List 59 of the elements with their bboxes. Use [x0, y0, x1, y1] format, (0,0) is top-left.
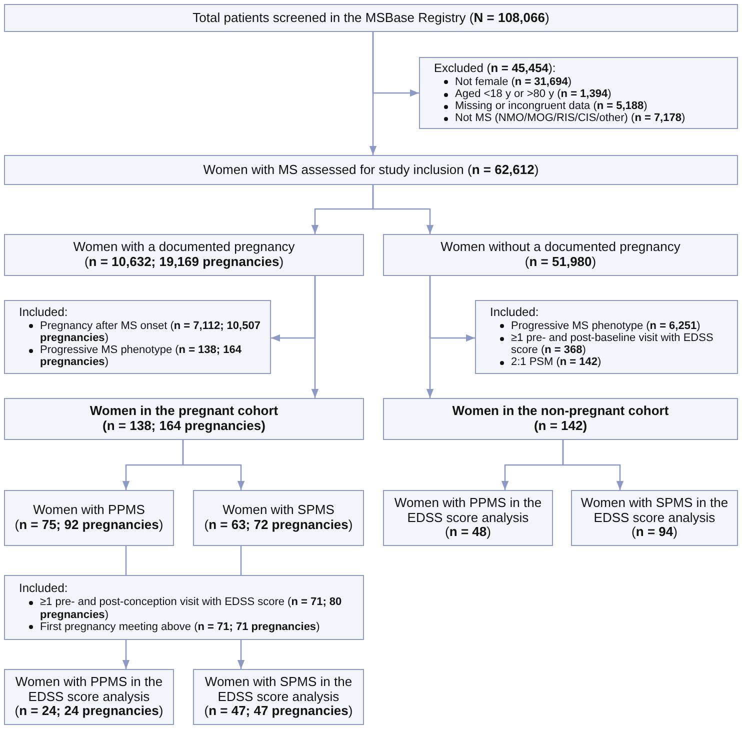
criteria-item: ≥1 pre- and post-baseline visit with EDSS score (n = 368) [511, 332, 714, 356]
arrow [429, 276, 475, 342]
box-text: Women in the pregnant cohort [90, 404, 278, 419]
criteria-item: Progressive MS phenotype (n = 138; 164 pregnancies) [40, 344, 242, 368]
box-text: Total patients screened in the MSBase Registry (N = 108,066) [192, 10, 550, 26]
box-text: Women with PPMS [33, 503, 145, 518]
process-box [4, 234, 364, 276]
box-text: (n = 138; 164 pregnancies) [102, 419, 266, 434]
criteria-item: Pregnancy after MS onset (n = 7,112; 10,507 pregnancies) [40, 320, 262, 344]
criteria-box [475, 300, 738, 374]
process-box [571, 490, 738, 546]
box-text: Women with SPMS [222, 503, 334, 518]
arrow [562, 440, 624, 490]
process-box [383, 234, 738, 276]
criteria-item: Not MS (NMO/MOG/RIS/CIS/other) (n = 7,178) [455, 112, 686, 124]
process-box [383, 398, 738, 440]
box-text: (n = 48) [445, 525, 491, 540]
arrow [271, 276, 316, 342]
process-box [193, 669, 364, 725]
box-heading: Included: [19, 306, 68, 319]
box-text: (n = 142) [534, 419, 588, 434]
box-heading: Included: [490, 306, 539, 319]
arrow [237, 640, 245, 669]
process-box [383, 490, 553, 546]
process-box [4, 398, 364, 440]
process-box [193, 490, 364, 546]
box-text: Women without a documented pregnancy [440, 240, 680, 255]
box-text: (n = 24; 24 pregnancies) [14, 704, 164, 720]
connector-line [240, 546, 242, 575]
criteria-item: Missing or incongruent data (n = 5,188) [455, 100, 648, 112]
process-box [4, 669, 174, 725]
box-text: Women in the non-pregnant cohort [452, 404, 669, 419]
criteria-box [4, 575, 364, 640]
connector-line [125, 546, 127, 575]
box-text: (n = 63; 72 pregnancies) [204, 518, 353, 533]
criteria-item: ≥1 pre- and post-conception visit with EDSS score (n = 71; 80 pregnancies) [40, 596, 343, 621]
box-text: Women with MS assessed for study inclusion (n = 62,612) [203, 162, 539, 178]
criteria-item: Progressive MS phenotype (n = 6,251) [511, 320, 700, 332]
process-box [4, 155, 738, 185]
process-box [4, 490, 174, 546]
arrow [122, 640, 130, 669]
box-text: (n = 47; 47 pregnancies) [204, 704, 353, 720]
arrow [182, 440, 245, 490]
box-text: (n = 10,632; 19,169 pregnancies) [84, 255, 284, 270]
criteria-item: Aged <18 y or >80 y (n = 1,394) [455, 88, 612, 100]
arrow [372, 185, 434, 234]
criteria-item: First pregnancy meeting above (n = 71; 71 pregnancies) [40, 620, 320, 633]
criteria-box [419, 57, 738, 129]
box-text: (n = 94) [632, 525, 678, 540]
criteria-item: 2:1 PSM (n = 142) [511, 356, 602, 368]
criteria-item: Not female (n = 31,694) [455, 76, 572, 88]
box-text: (n = 51,980) [524, 255, 596, 270]
arrow [372, 32, 419, 97]
criteria-box [4, 300, 271, 374]
box-heading: Excluded (n = 45,454): [434, 62, 556, 75]
box-heading: Included: [19, 582, 68, 596]
box-text: Women with a documented pregnancy [73, 240, 295, 255]
box-text: (n = 75; 92 pregnancies) [14, 518, 164, 533]
process-box [4, 4, 738, 32]
